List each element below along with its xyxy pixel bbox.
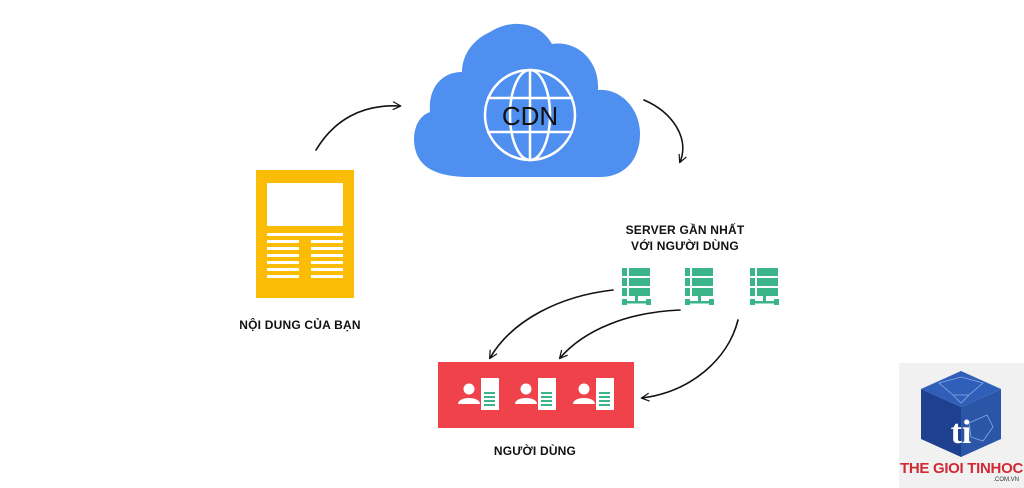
logo-text: THE GIOI TINHOC bbox=[899, 460, 1023, 477]
arrow-server-to-user-3 bbox=[640, 319, 739, 402]
server-icon bbox=[750, 268, 779, 305]
cloud-label: CDN bbox=[502, 101, 558, 131]
cdn-cloud: CDN bbox=[414, 23, 640, 178]
arrow-server-to-user-2 bbox=[558, 309, 681, 360]
content-label: NỘI DUNG CỦA BẠN bbox=[239, 318, 361, 332]
server-label: SERVER GẦN NHẤT VỚI NGƯỜI DÙNG bbox=[600, 222, 770, 254]
server-icon bbox=[622, 268, 651, 305]
flow-arrows bbox=[315, 99, 739, 402]
logo-subtext: .COM.VN bbox=[993, 477, 1019, 483]
logo-cube-icon: ti bbox=[921, 371, 1001, 457]
globe-icon bbox=[483, 68, 577, 162]
users-panel bbox=[438, 362, 634, 428]
user-icon bbox=[515, 378, 556, 410]
cloud-icon bbox=[414, 23, 640, 178]
server-label-line-1: SERVER GẦN NHẤT bbox=[625, 223, 745, 237]
arrow-server-to-user-1 bbox=[489, 289, 614, 360]
user-icon bbox=[458, 378, 499, 410]
server-label-line-2: VỚI NGƯỜI DÙNG bbox=[631, 239, 739, 253]
content-document bbox=[256, 170, 354, 298]
server-group bbox=[622, 268, 779, 305]
users-label: NGƯỜI DÙNG bbox=[493, 444, 577, 458]
arrow-cdn-to-server bbox=[643, 99, 687, 164]
arrow-content-to-cdn bbox=[315, 101, 402, 151]
server-icon bbox=[685, 268, 714, 305]
user-icon bbox=[573, 378, 614, 410]
brand-logo: ti THE GIOI TINHOC .COM.VN bbox=[899, 363, 1024, 488]
logo-letters: ti bbox=[951, 414, 972, 451]
